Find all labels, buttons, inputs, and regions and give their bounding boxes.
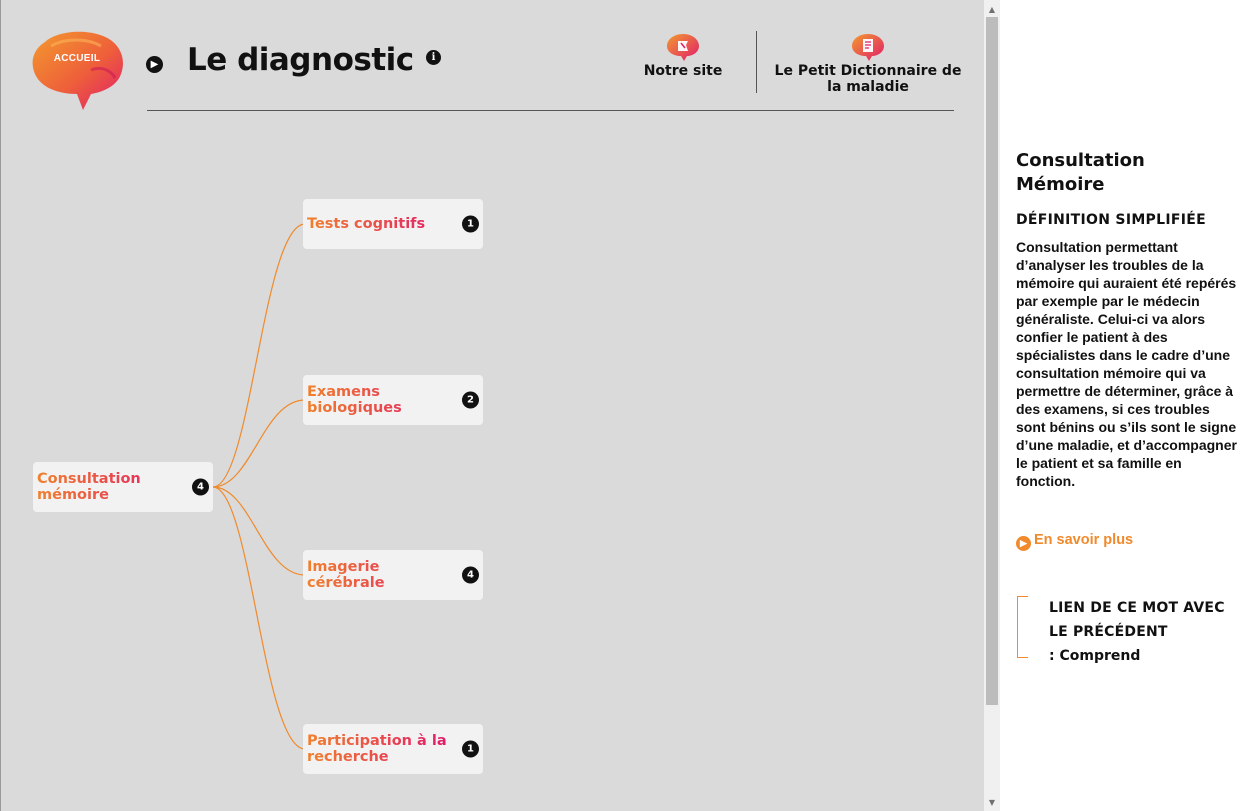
node-label: Examens biologiques <box>307 384 447 416</box>
scroll-up-arrow-icon[interactable]: ▲ <box>988 5 996 14</box>
node-count-badge: 4 <box>462 566 479 584</box>
definition-panel: Consultation Mémoire DÉFINITION SIMPLIFI… <box>1000 0 1249 811</box>
node-count-badge: 1 <box>462 740 479 758</box>
link-bracket <box>1017 596 1028 658</box>
nav-petit-dictionnaire-label: Le Petit Dictionnaire de la maladie <box>774 63 962 95</box>
connector-line <box>212 486 306 750</box>
main-scrollbar[interactable]: ▲ ▼ <box>984 0 1000 811</box>
dictionary-bubble-icon <box>852 34 884 61</box>
connector-line <box>212 486 306 576</box>
info-icon[interactable]: i <box>426 50 441 65</box>
panel-subtitle: DÉFINITION SIMPLIFIÉE <box>1016 212 1206 228</box>
link-heading: LIEN DE CE MOT AVEC LE PRÉCÉDENT <box>1049 600 1225 640</box>
chevron-right-icon: ▶ <box>1016 536 1031 551</box>
page-title: Le diagnostic <box>187 42 414 78</box>
node-label: Consultation mémoire <box>37 471 177 503</box>
node-count-badge: 4 <box>192 478 209 496</box>
brain-logo-icon <box>32 31 123 111</box>
nav-petit-dictionnaire[interactable]: Le Petit Dictionnaire de la maladie <box>772 32 964 95</box>
mindmap-connectors <box>212 223 306 750</box>
mindmap-node-participation-recherche[interactable]: Participation à la recherche 1 <box>303 724 483 774</box>
link-value: : Comprend <box>1049 648 1141 664</box>
main-area: ACCUEIL ▶ Le diagnostic i Notre site <box>0 0 984 811</box>
node-label: Participation à la recherche <box>307 733 447 765</box>
mindmap-node-consultation-memoire[interactable]: Consultation mémoire 4 <box>33 462 213 512</box>
en-savoir-plus-link[interactable]: ▶En savoir plus <box>1016 532 1133 551</box>
panel-title: Consultation Mémoire <box>1016 150 1145 195</box>
nav-notre-site[interactable]: Notre site <box>629 32 737 79</box>
node-count-badge: 2 <box>462 391 479 409</box>
node-label: Imagerie cérébrale <box>307 559 447 591</box>
chevron-right-icon[interactable]: ▶ <box>146 56 163 73</box>
connector-line <box>212 223 306 488</box>
panel-definition: Consultation permettant d’analyser les t… <box>1016 239 1237 489</box>
mindmap-node-imagerie-cerebrale[interactable]: Imagerie cérébrale 4 <box>303 550 483 600</box>
home-logo[interactable]: ACCUEIL <box>31 30 127 114</box>
header-divider <box>756 31 757 93</box>
header-rule <box>147 110 954 111</box>
scroll-down-arrow-icon[interactable]: ▼ <box>988 798 996 807</box>
mindmap-node-tests-cognitifs[interactable]: Tests cognitifs 1 <box>303 199 483 249</box>
node-label: Tests cognitifs <box>307 216 447 232</box>
en-savoir-plus-label: En savoir plus <box>1034 532 1134 548</box>
mindmap-node-examens-biologiques[interactable]: Examens biologiques 2 <box>303 375 483 425</box>
nav-notre-site-label: Notre site <box>643 63 723 79</box>
site-bubble-icon <box>667 34 699 61</box>
node-count-badge: 1 <box>462 215 479 233</box>
connector-line <box>212 399 306 488</box>
scroll-thumb[interactable] <box>986 17 998 705</box>
home-logo-label: ACCUEIL <box>53 53 101 64</box>
